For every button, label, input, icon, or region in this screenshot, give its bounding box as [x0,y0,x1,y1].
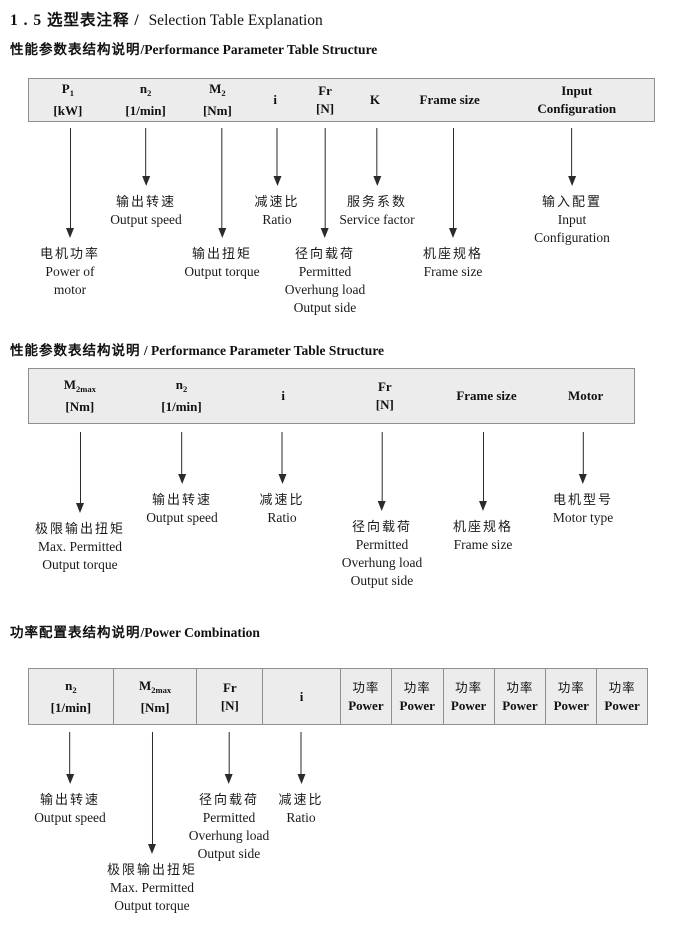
arrow-down-icon [452,128,454,228]
arrow-down-icon [381,432,383,501]
table2-performance-header: M2max[Nm] n2[1/min] i Fr[N] Frame size M… [28,368,635,424]
label-zh: 极限输出扭矩 [106,862,198,877]
label-zh: 输出转速 [39,792,100,807]
header-cell-i: i [262,669,340,724]
section1-heading: 性能参数表结构说明/Performance Parameter Table St… [10,38,377,58]
header-cell-fr: Fr[N] [196,669,262,724]
label-zh: 电机功率 [39,246,101,261]
arrow-down-icon [151,732,153,844]
section2-heading-en: / Performance Parameter Table Structure [143,343,385,358]
header-cell-n2: n2[1/min] [161,377,202,414]
label-zh: 输出转速 [115,194,176,209]
label-zh: 极限输出扭矩 [34,521,126,536]
arrow-down-icon [228,732,230,774]
label-zh: 输出扭矩 [191,246,252,261]
arrow-down-icon [276,128,278,176]
section1-heading-en: /Performance Parameter Table Structure [140,42,378,57]
section3-heading: 功率配置表结构说明/Power Combination [10,621,260,641]
arrow-down-icon [69,128,71,228]
section2-heading-zh: 性能参数表结构说明 [10,343,141,358]
header-cell-m2: M2[Nm] [202,81,232,118]
arrow-down-icon [221,128,223,228]
header-cell-motor: Motor [567,388,604,403]
label-zh: 机座规格 [422,246,484,261]
arrow-down-icon [482,432,484,501]
header-cell-frame-size: Frame size [456,388,517,403]
section3-heading-en: /Power Combination [140,625,260,640]
label-zh: 输出转速 [151,492,212,507]
page-title-en: Selection Table Explanation [148,12,323,29]
arrow-down-icon [582,432,584,474]
header-cell-p1: P1[kW] [53,81,83,118]
section2-heading: 性能参数表结构说明 / Performance Parameter Table … [10,339,384,359]
page-title-zh: 1 . 5 选型表注释 / [10,12,140,29]
header-cell-n2: n2[1/min] [50,677,92,715]
label-zh: 输入配置 [541,194,602,209]
header-cell-i: i [281,388,285,403]
arrow-down-icon [181,432,183,474]
header-cell-m2max: M2max[Nm] [63,377,96,414]
header-cell-k: K [369,92,380,107]
arrow-down-icon [571,128,573,176]
header-cell-frame-size: Frame size [419,92,480,107]
header-cell-m2max: M2max[Nm] [112,669,197,724]
arrow-down-icon [79,432,81,503]
label-zh: 机座规格 [452,519,514,534]
header-cell-fr: Fr[N] [316,83,335,116]
arrow-down-icon [145,128,147,176]
section3-heading-zh: 功率配置表结构说明 [10,625,141,640]
label-zh: 服务系数 [346,194,407,209]
label-zh: 减速比 [254,194,300,209]
arrow-down-icon [300,732,302,774]
arrow-down-icon [376,128,378,176]
label-zh: 径向载荷 [294,246,356,261]
header-cell-fr: Fr[N] [375,379,394,412]
label-zh: 电机型号 [552,492,613,507]
section1-heading-zh: 性能参数表结构说明 [10,42,141,57]
label-zh: 径向载荷 [198,792,260,807]
page-title: 1 . 5 选型表注释 / Selection Table Explanatio… [10,8,323,30]
arrow-down-icon [281,432,283,474]
label-zh: 减速比 [259,492,305,507]
table1-performance-header: P1[kW] n2[1/min] M2[Nm] i Fr[N] K Frame … [28,78,655,122]
header-cell-i: i [273,92,278,107]
label-zh: 减速比 [278,792,324,807]
arrow-down-icon [69,732,71,774]
label-zh: 径向载荷 [351,519,413,534]
header-cell-n2: n2[1/min] [125,81,166,118]
arrow-down-icon [324,128,326,228]
